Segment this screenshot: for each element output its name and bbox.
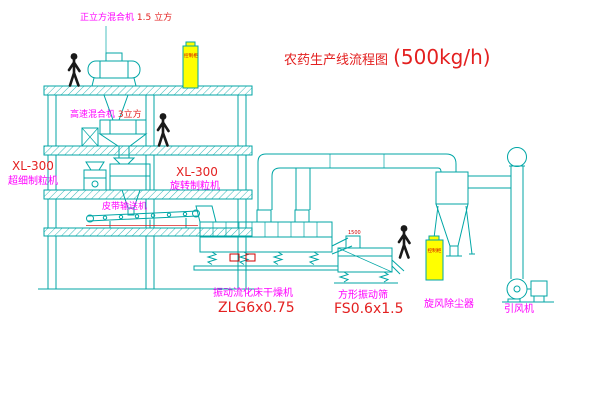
label-top-mixer-name: 正立方混合机 [80, 11, 134, 23]
floor-slab-roof [43, 85, 253, 96]
drawing-title-text: 农药生产线流程图 [284, 53, 388, 68]
stack-rain-cap [507, 147, 527, 167]
dryer-to-sieve-chute [331, 237, 353, 255]
label-dryer-model: ZLG6x0.75 [218, 300, 295, 316]
dryer-outlet-stub-1 [256, 209, 272, 223]
sieve-outlet-chute [391, 259, 405, 275]
high-speed-mixer [81, 119, 148, 159]
worker-figure-3 [397, 223, 411, 259]
control-panel-2: 控制柜 [425, 235, 444, 281]
belt-conveyor [86, 209, 200, 228]
floor-slab-ground [43, 227, 253, 237]
control-panel-1-label: 控制柜 [184, 52, 198, 59]
vibration-motor [245, 253, 256, 262]
label-hs-mixer-name: 高速混合机 [70, 108, 115, 120]
induced-draft-fan [502, 278, 554, 303]
floor-slab-3 [43, 189, 253, 200]
granulator-left [83, 161, 107, 191]
granulator-center [109, 157, 151, 216]
sieve-inlet [345, 235, 361, 249]
top-mixer [87, 26, 141, 121]
duct-riser-2 [295, 168, 311, 210]
spring [378, 271, 390, 283]
label-fan: 引风机 [504, 302, 534, 315]
vibrating-sieve [331, 235, 405, 284]
label-granulator-center-name: 旋转制粒机 [170, 179, 220, 192]
cyclone-legs [429, 205, 475, 255]
spring [308, 251, 320, 265]
drawing-title-capacity: (500kg/h) [393, 45, 490, 69]
duct-flange [329, 154, 385, 168]
label-top-mixer: 正立方混合机 1.5 立方 [80, 11, 172, 23]
platform-structure [38, 85, 258, 290]
label-granulator-center-model: XL-300 [176, 165, 218, 179]
label-sieve-name: 方形振动筛 [338, 288, 388, 301]
dryer-outlet-stub-2 [294, 209, 310, 223]
fan-motor [530, 280, 548, 297]
label-hs-mixer: 高速混合机 3立方 [70, 108, 142, 120]
dust-discharge [449, 245, 459, 257]
label-top-mixer-spec: 1.5 立方 [137, 11, 172, 23]
control-panel-1: 控制柜 [182, 41, 199, 89]
label-sieve-model: FS0.6x1.5 [334, 301, 404, 317]
main-duct [257, 153, 457, 210]
label-sieve-dim: 1500 [348, 230, 361, 236]
spring [272, 251, 284, 265]
control-panel-2-label: 控制柜 [428, 247, 442, 254]
label-granulator-left-model: XL-300 [12, 159, 54, 173]
drawing-title: 农药生产线流程图 (500kg/h) [284, 45, 491, 69]
spring [338, 271, 350, 283]
feeder-unit [81, 127, 99, 147]
label-hs-mixer-spec: 3立方 [118, 108, 142, 120]
worker-figure-1 [67, 51, 81, 87]
label-granulator-left-name: 超细制粒机 [8, 174, 58, 187]
floor-slab-2 [43, 145, 253, 156]
label-belt-conveyor: 皮带输送机 [102, 200, 147, 212]
vibration-motor [229, 253, 240, 262]
label-dryer-name: 振动流化床干燥机 [213, 286, 293, 299]
fluid-bed-dryer [193, 205, 339, 271]
label-cyclone: 旋风除尘器 [424, 297, 474, 310]
exhaust-stack [468, 147, 527, 279]
dryer-base [193, 265, 339, 271]
cyclone-outlet-duct [468, 175, 511, 189]
worker-figure-2 [156, 111, 170, 147]
spring [206, 251, 218, 265]
